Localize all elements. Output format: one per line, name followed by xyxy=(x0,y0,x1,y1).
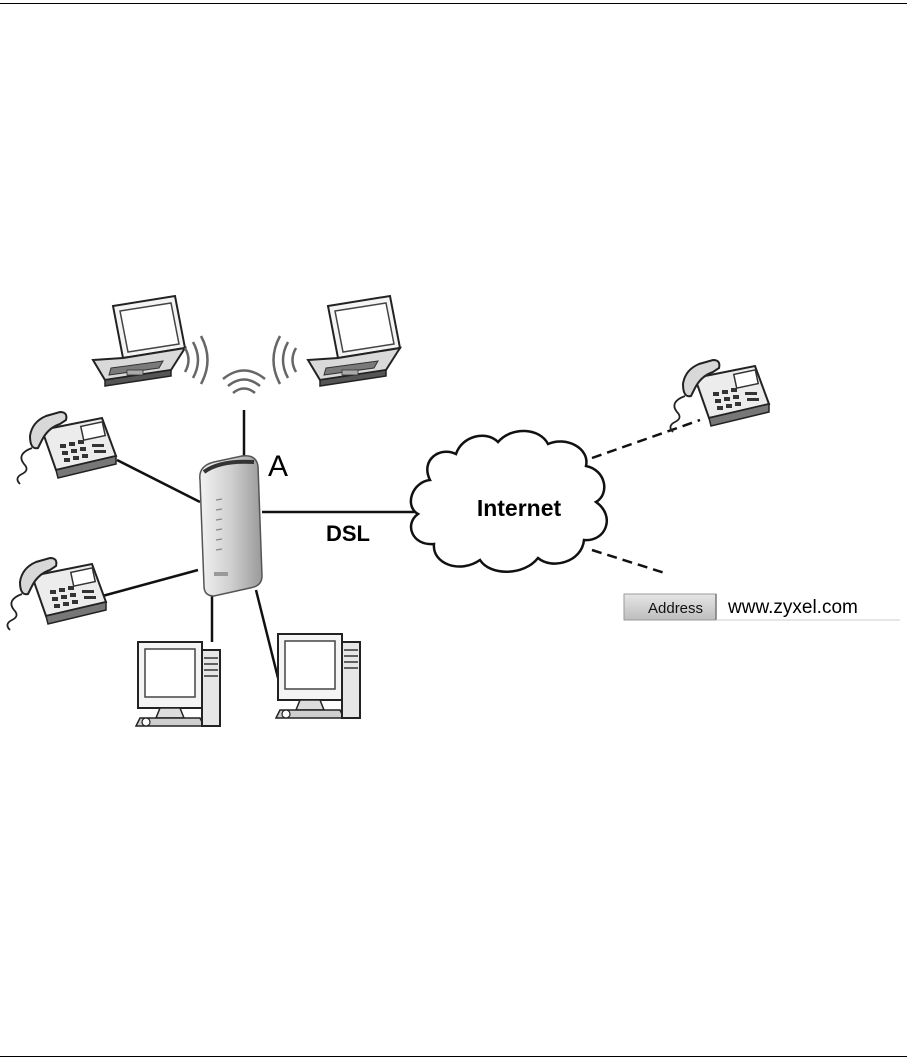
dashed-links xyxy=(592,420,700,574)
phone-icon xyxy=(7,558,106,630)
top-rule xyxy=(0,3,907,4)
desktop-computer-icon xyxy=(136,642,220,726)
bottom-rule xyxy=(0,1056,907,1057)
wifi-signal-icon xyxy=(185,336,296,393)
link-label: DSL xyxy=(326,521,370,546)
laptop-icon xyxy=(93,296,185,386)
router-icon xyxy=(200,456,262,596)
laptop-icon xyxy=(308,296,400,386)
address-label: Address xyxy=(648,600,703,617)
network-diagram: A Internet DSL Address www.zyxel.com xyxy=(0,280,907,740)
router-label: A xyxy=(268,450,288,483)
desktop-computer-icon xyxy=(276,634,360,718)
phone-icon xyxy=(670,360,769,432)
phone-icon xyxy=(17,412,116,484)
address-url: www.zyxel.com xyxy=(727,597,858,618)
cloud-label: Internet xyxy=(477,495,562,521)
address-bar: Address www.zyxel.com xyxy=(624,592,906,620)
